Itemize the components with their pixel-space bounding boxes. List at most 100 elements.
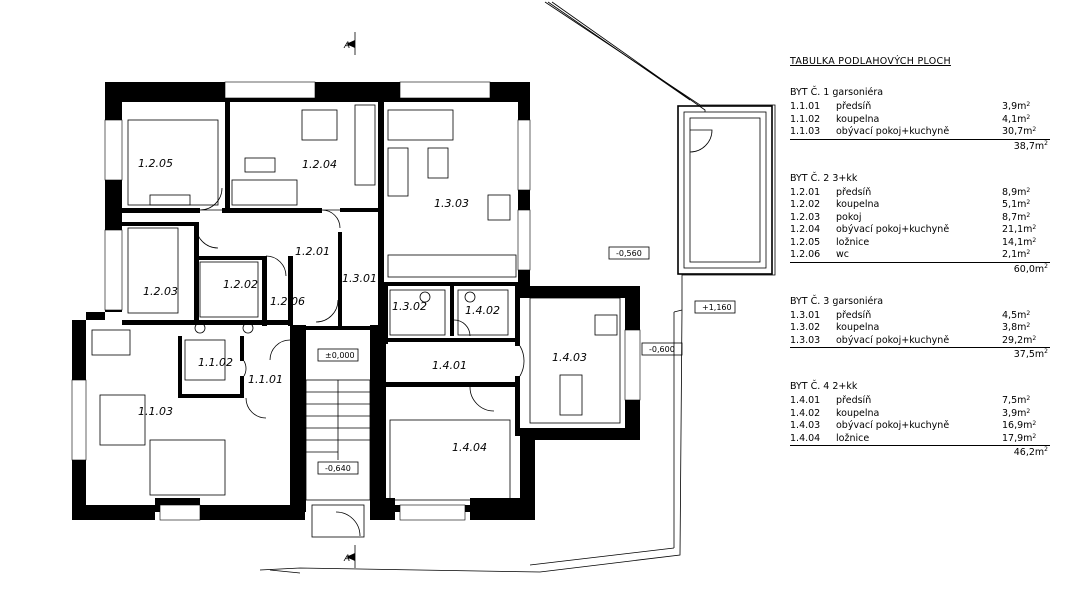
room-name: obývací pokoj+kuchyně <box>836 224 950 235</box>
level-label: +1,160 <box>702 303 732 312</box>
area-unit: m <box>1023 224 1033 235</box>
room-label: 1.3.01 <box>342 272 377 285</box>
area-unit: m <box>1034 140 1045 152</box>
room-label: 1.2.03 <box>143 285 178 298</box>
room-code: 1.4.03 <box>790 420 821 431</box>
area-unit: m <box>1023 432 1033 444</box>
area-unit-exponent: 2 <box>1026 186 1031 194</box>
area-unit-exponent: 2 <box>1032 224 1037 231</box>
room-name: ložnice <box>836 432 870 444</box>
room-area: 3,8m2 <box>996 322 1050 335</box>
room-area: 2,1m2 <box>996 249 1050 262</box>
table-row: 1.4.03 obývací pokoj+kuchyně 16,9m2 <box>790 420 1050 433</box>
area-value: 16,9 <box>1002 420 1024 431</box>
area-unit-exponent: 2 <box>1032 334 1037 342</box>
table-row: 1.2.06 wc 2,1m2 <box>790 249 1050 263</box>
room-code: 1.1.02 <box>790 113 821 125</box>
area-unit-exponent: 2 <box>1026 249 1031 256</box>
area-unit-exponent: 2 <box>1026 309 1031 317</box>
room-label: 1.1.02 <box>198 356 233 369</box>
area-unit: m <box>1017 186 1027 198</box>
apartment-heading: BYT Č. 1 garsoniéra <box>790 87 884 98</box>
room-area: 4,5m2 <box>996 310 1050 323</box>
area-unit-exponent: 2 <box>1032 236 1037 244</box>
area-unit: m <box>1023 126 1033 137</box>
area-value: 14,1 <box>1002 236 1024 248</box>
area-unit: m <box>1017 322 1027 333</box>
room-code: 1.2.04 <box>790 224 821 235</box>
room-name: předsíň <box>836 101 872 112</box>
area-value: 21,1 <box>1002 224 1024 235</box>
room-area: 4,1m2 <box>996 114 1050 127</box>
room-name: wc <box>836 249 849 260</box>
level-label: -0,560 <box>616 249 642 258</box>
area-unit-exponent: 2 <box>1026 395 1031 402</box>
area-unit: m <box>1017 407 1027 419</box>
area-value: 37,5 <box>1013 349 1035 360</box>
section-marker-bottom: A <box>343 545 356 568</box>
room-code: 1.2.01 <box>790 186 821 198</box>
room-name: obývací pokoj+kuchyně <box>836 420 950 431</box>
level-boxes <box>317 246 736 475</box>
room-code: 1.1.03 <box>790 126 821 137</box>
table-row: 1.3.02 koupelna 3,8m2 <box>790 322 1050 335</box>
area-value: 46,2 <box>1013 447 1035 458</box>
area-unit-exponent: 2 <box>1026 407 1031 415</box>
svg-text:A: A <box>343 554 350 564</box>
level-label: -0,640 <box>325 464 351 473</box>
room-label: 1.4.03 <box>552 351 587 364</box>
room-code: 1.4.01 <box>790 395 821 406</box>
room-name: pokoj <box>836 211 862 223</box>
area-unit: m <box>1017 211 1027 223</box>
room-code: 1.2.03 <box>790 211 821 223</box>
room-code: 1.3.02 <box>790 322 821 333</box>
room-name: předsíň <box>836 395 872 406</box>
room-area: 14,1m2 <box>996 237 1050 250</box>
room-name: koupelna <box>836 322 880 333</box>
staircase <box>305 379 371 538</box>
area-value: 29,2 <box>1002 334 1024 346</box>
apartment-total: 60,0m2 <box>790 263 1050 276</box>
room-label: 1.4.02 <box>465 304 500 317</box>
area-value: 5,1 <box>1002 199 1018 210</box>
room-code: 1.4.04 <box>790 432 821 444</box>
apartment-heading: BYT Č. 2 3+kk <box>790 172 858 184</box>
apartment-heading: BYT Č. 3 garsoniéra <box>790 295 884 307</box>
area-unit: m <box>1023 420 1033 431</box>
apartment-total: 37,5m2 <box>790 348 1050 361</box>
area-unit: m <box>1017 309 1027 321</box>
area-value: 3,9 <box>1002 407 1018 419</box>
area-value: 7,5 <box>1002 395 1018 406</box>
room-label: 1.4.04 <box>452 441 487 454</box>
room-name: koupelna <box>836 199 880 210</box>
room-area: 29,2m2 <box>996 335 1050 348</box>
area-unit: m <box>1023 334 1033 346</box>
area-value: 30,7 <box>1002 126 1024 137</box>
room-name: ložnice <box>836 236 870 248</box>
room-code: 1.2.02 <box>790 199 821 210</box>
room-code: 1.4.02 <box>790 407 821 419</box>
outbuilding <box>677 105 773 275</box>
room-code: 1.3.03 <box>790 334 821 346</box>
interior-walls <box>122 98 522 436</box>
room-name: obývací pokoj+kuchyně <box>836 334 950 346</box>
room-area: 16,9m2 <box>996 420 1050 433</box>
room-area: 3,9m2 <box>996 408 1050 421</box>
terrain-lines <box>259 1 776 574</box>
room-name: koupelna <box>836 407 880 419</box>
room-name: obývací pokoj+kuchyně <box>836 126 950 137</box>
area-unit-exponent: 2 <box>1044 348 1048 355</box>
room-code: 1.2.06 <box>790 249 821 260</box>
room-label: 1.1.03 <box>138 405 173 418</box>
floor-area-table: TABULKA PODLAHOVÝCH PLOCH BYT Č. 1 garso… <box>790 56 1050 479</box>
room-area: 21,1m2 <box>996 224 1050 237</box>
